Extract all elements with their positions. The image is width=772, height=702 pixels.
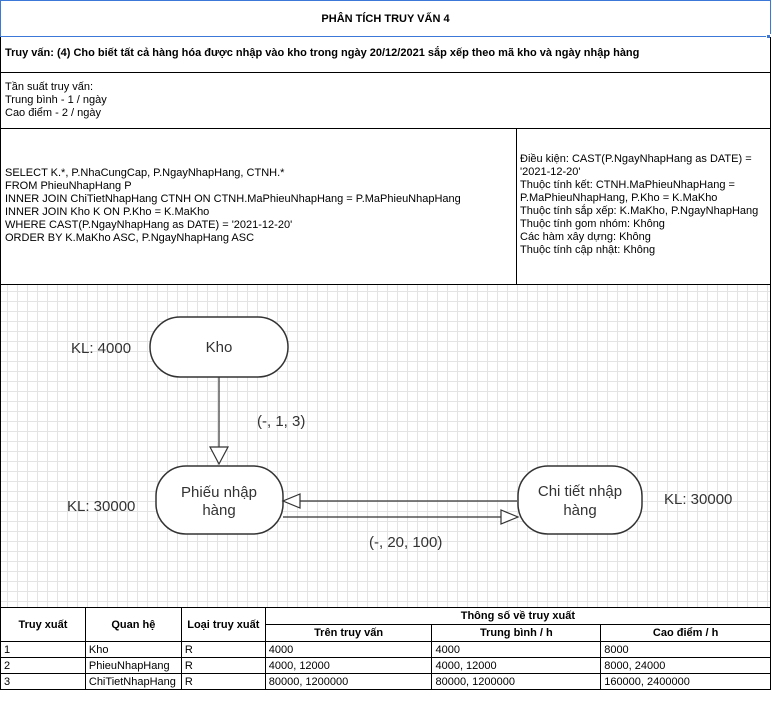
frequency-average: Trung bình - 1 / ngày xyxy=(5,94,107,106)
edge-kho-phieu-label: (-, 1, 3) xyxy=(257,413,305,430)
chitiet-node[interactable] xyxy=(517,465,643,535)
table-row: 3 ChiTietNhapHang R 80000, 1200000 80000… xyxy=(0,673,771,690)
cell-avg[interactable]: 4000, 12000 xyxy=(431,657,602,674)
chitiet-kl-label: KL: 30000 xyxy=(664,491,732,508)
header-type[interactable]: Loại truy xuất xyxy=(180,607,266,642)
header-peak[interactable]: Cao điểm / h xyxy=(600,624,771,642)
sql-line: FROM PhieuNhapHang P xyxy=(5,180,132,192)
cell-peak[interactable]: 160000, 2400000 xyxy=(600,673,771,690)
kho-kl-label: KL: 4000 xyxy=(71,340,131,357)
cell-relation[interactable]: ChiTietNhapHang xyxy=(84,673,182,690)
title-cell[interactable]: PHÂN TÍCH TRUY VẤN 4 xyxy=(0,0,771,37)
cell-avg[interactable]: 80000, 1200000 xyxy=(431,673,602,690)
frequency-heading: Tần suất truy vấn: xyxy=(5,81,94,93)
condition-line: Thuộc tính kết: CTNH.MaPhieuNhapHang = xyxy=(520,179,735,191)
cell-peak[interactable]: 8000 xyxy=(600,641,771,658)
cell-type[interactable]: R xyxy=(180,641,266,658)
frequency-cell[interactable]: Tần suất truy vấn: Trung bình - 1 / ngày… xyxy=(0,73,771,129)
condition-line: Thuộc tính cập nhật: Không xyxy=(520,244,656,256)
cell-per-query[interactable]: 4000 xyxy=(264,641,433,658)
query-cell[interactable]: Truy vấn: (4) Cho biết tất cả hàng hóa đ… xyxy=(0,37,771,73)
cell-per-query[interactable]: 4000, 12000 xyxy=(264,657,433,674)
edge-phieu-chitiet-arrowhead xyxy=(500,509,520,525)
table-row: 1 Kho R 4000 4000 8000 xyxy=(0,641,771,658)
cell-idx[interactable]: 2 xyxy=(0,657,86,674)
phieu-node-label-1: Phiếu nhập xyxy=(181,484,257,501)
frequency-peak: Cao điểm - 2 / ngày xyxy=(5,107,101,119)
chitiet-node-label-1: Chi tiết nhập xyxy=(538,483,622,500)
access-table: Truy xuất Quan hệ Loại truy xuất Thông s… xyxy=(0,607,772,690)
cell-per-query[interactable]: 80000, 1200000 xyxy=(264,673,433,690)
sql-cell[interactable]: SELECT K.*, P.NhaCungCap, P.NgayNhapHang… xyxy=(1,129,517,284)
access-diagram: Kho KL: 4000 (-, 1, 3) Phiếu nhập hàng K… xyxy=(0,285,771,607)
sql-line: WHERE CAST(P.NgayNhapHang as DATE) = '20… xyxy=(5,219,293,231)
condition-line: Điều kiện: CAST(P.NgayNhapHang as DATE) … xyxy=(520,153,752,165)
conditions-cell[interactable]: Điều kiện: CAST(P.NgayNhapHang as DATE) … xyxy=(517,129,771,284)
condition-line: Thuộc tính gom nhóm: Không xyxy=(520,218,665,230)
header-per-query[interactable]: Trên truy vấn xyxy=(264,624,433,642)
cell-relation[interactable]: PhieuNhapHang xyxy=(84,657,182,674)
cell-type[interactable]: R xyxy=(180,673,266,690)
cell-peak[interactable]: 8000, 24000 xyxy=(600,657,771,674)
header-params[interactable]: Thông số về truy xuất xyxy=(264,607,772,625)
sql-row: SELECT K.*, P.NhaCungCap, P.NgayNhapHang… xyxy=(0,129,771,285)
sql-line: ORDER BY K.MaKho ASC, P.NgayNhapHang ASC xyxy=(5,232,255,244)
phieu-kl-label: KL: 30000 xyxy=(67,498,135,515)
cell-idx[interactable]: 1 xyxy=(0,641,86,658)
edge-chitiet-phieu-arrowhead xyxy=(281,493,301,509)
condition-line: '2021-12-20' xyxy=(520,166,581,178)
edge-kho-phieu-arrowhead xyxy=(209,446,229,466)
table-row: 2 PhieuNhapHang R 4000, 12000 4000, 1200… xyxy=(0,657,771,674)
diagram-canvas: Kho KL: 4000 (-, 1, 3) Phiếu nhập hàng K… xyxy=(67,316,732,551)
header-access[interactable]: Truy xuất xyxy=(0,607,86,642)
sql-line: INNER JOIN ChiTietNhapHang CTNH ON CTNH.… xyxy=(5,193,461,205)
phieu-node[interactable] xyxy=(155,465,284,535)
selection-fill-handle[interactable] xyxy=(766,34,771,39)
edge-phieu-chitiet-label: (-, 20, 100) xyxy=(369,534,442,551)
header-avg[interactable]: Trung bình / h xyxy=(431,624,602,642)
condition-line: Các hàm xây dựng: Không xyxy=(520,231,651,243)
cell-type[interactable]: R xyxy=(180,657,266,674)
condition-line: P.MaPhieuNhapHang, P.Kho = K.MaKho xyxy=(520,192,718,204)
cell-avg[interactable]: 4000 xyxy=(431,641,602,658)
sql-line: INNER JOIN Kho K ON P.Kho = K.MaKho xyxy=(5,206,210,218)
cell-idx[interactable]: 3 xyxy=(0,673,86,690)
page-title: PHÂN TÍCH TRUY VẤN 4 xyxy=(321,12,450,25)
header-relation[interactable]: Quan hệ xyxy=(84,607,182,642)
cell-relation[interactable]: Kho xyxy=(84,641,182,658)
chitiet-node-label-2: hàng xyxy=(563,502,596,519)
kho-node-label: Kho xyxy=(206,339,233,356)
query-text: Truy vấn: (4) Cho biết tất cả hàng hóa đ… xyxy=(5,47,640,59)
condition-line: Thuộc tính sắp xếp: K.MaKho, P.NgayNhapH… xyxy=(520,205,759,217)
sql-line: SELECT K.*, P.NhaCungCap, P.NgayNhapHang… xyxy=(5,167,285,179)
phieu-node-label-2: hàng xyxy=(202,502,235,519)
